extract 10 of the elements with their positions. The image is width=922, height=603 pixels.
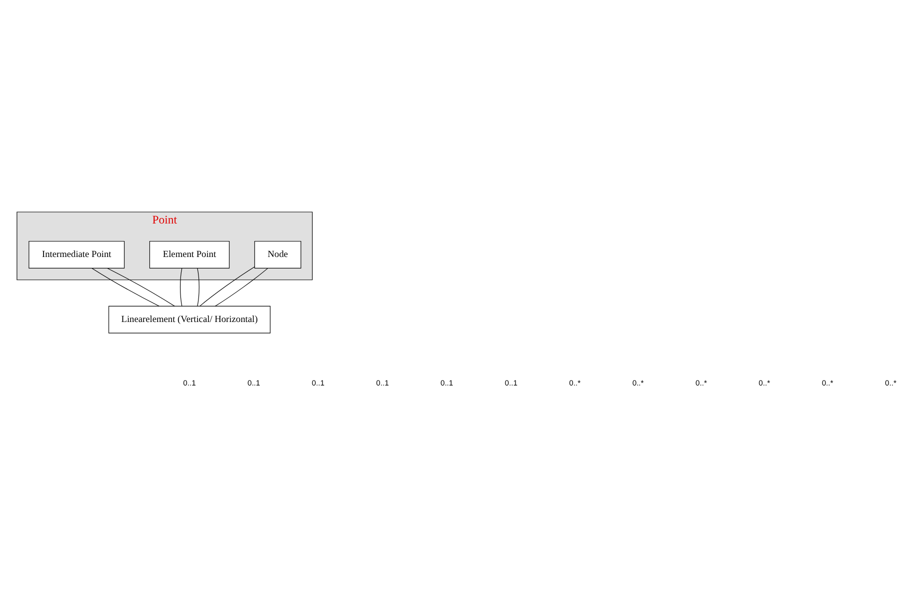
connector	[200, 266, 255, 306]
node-box: Node	[254, 240, 302, 268]
connector	[197, 268, 200, 306]
connector	[180, 268, 182, 306]
node-box: Element Point	[149, 240, 230, 268]
node-box: Intermediate Point	[28, 240, 125, 268]
connector	[92, 268, 160, 306]
node-box: Linearelement (Vertical/ Horizontal)	[108, 306, 270, 334]
connector	[214, 268, 268, 306]
connector	[107, 268, 175, 306]
